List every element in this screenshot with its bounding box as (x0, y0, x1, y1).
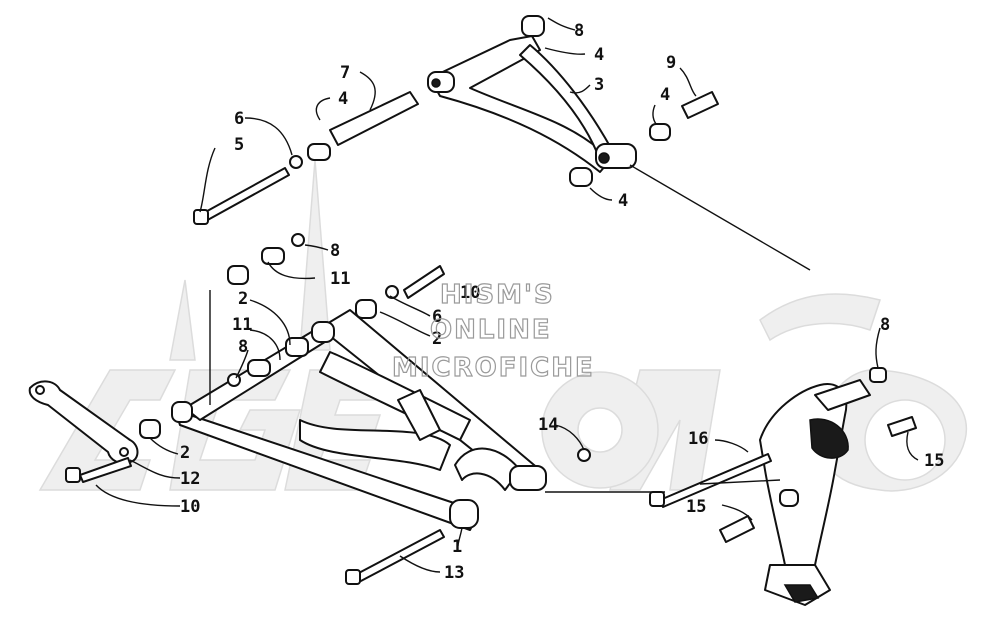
callout-label: 9 (666, 53, 676, 73)
callout-label: 4 (594, 45, 604, 65)
spindle-assembly (649, 367, 917, 606)
callout-label: 8 (330, 241, 340, 261)
callout-label: 4 (618, 191, 628, 211)
guide-lines (209, 164, 811, 493)
callout-label: 2 (432, 329, 442, 349)
callout-label: 7 (340, 63, 350, 83)
watermark-line: HISM'S (440, 280, 555, 310)
callout-label: 6 (234, 109, 244, 129)
lower-a-arm (171, 309, 547, 531)
callout-label: 16 (688, 429, 708, 449)
watermark-text: HISM'S ONLINE MICROFICHE (391, 279, 595, 383)
callout-label: 6 (432, 307, 442, 327)
upper-a-arm (427, 15, 637, 173)
callout-label: 5 (234, 135, 244, 155)
callout-label: 15 (686, 497, 706, 517)
callout-label: 8 (880, 315, 890, 335)
callout-label: 11 (330, 269, 350, 289)
callout-label: 2 (180, 443, 190, 463)
callout-label: 1 (452, 537, 462, 557)
bolt-lower-long (345, 529, 445, 585)
callout-label: 10 (460, 283, 480, 303)
callout-label: 3 (594, 75, 604, 95)
callout-label: 10 (180, 497, 200, 517)
leader-lines (95, 17, 919, 573)
watermark-line: ONLINE (430, 315, 552, 345)
callout-label: 4 (338, 89, 348, 109)
watermark-line: MICROFICHE (392, 353, 595, 383)
callout-label: 11 (232, 315, 252, 335)
callout-label: 2 (238, 289, 248, 309)
callout-label: 15 (924, 451, 944, 471)
callout-label: 8 (574, 21, 584, 41)
bolt-upper-left (193, 167, 290, 225)
stabilizer-link (28, 380, 139, 483)
callout-label: 8 (238, 337, 248, 357)
callout-label: 4 (660, 85, 670, 105)
callout-labels: 8 4 3 7 4 9 4 6 5 4 8 11 10 6 2 2 11 8 1… (180, 21, 944, 583)
pivot-pin-right-upper (569, 91, 719, 187)
callout-label: 14 (538, 415, 558, 435)
callout-label: 13 (444, 563, 464, 583)
pivot-tube-upper (289, 91, 419, 169)
callout-label: 12 (180, 469, 200, 489)
